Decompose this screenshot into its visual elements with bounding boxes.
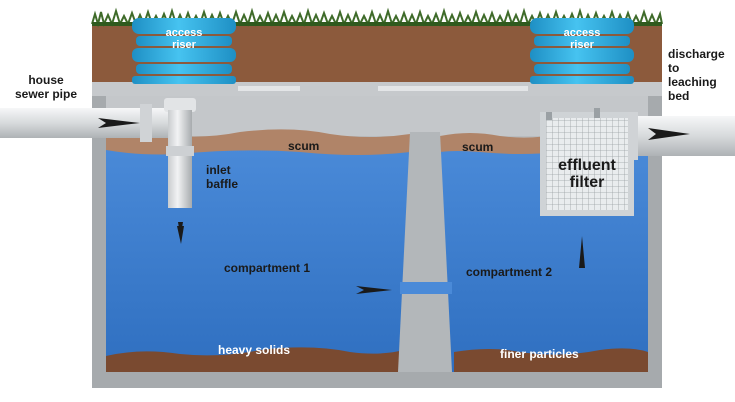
arrow-down-icon xyxy=(177,222,184,244)
inlet-baffle-label-2: baffle xyxy=(206,177,238,191)
lid-seam-right xyxy=(378,86,528,91)
inlet-baffle-label-1: inlet xyxy=(206,163,231,177)
compartment-2-label: compartment 2 xyxy=(466,265,552,279)
effluent-filter xyxy=(540,108,634,216)
partition-opening xyxy=(400,282,452,294)
discharge-label-2: to xyxy=(668,61,679,75)
access-riser-left-label-2: riser xyxy=(172,39,197,51)
tank-floor xyxy=(92,372,662,388)
access-riser-right-label-1: access xyxy=(564,27,601,39)
effluent-filter-label-2: filter xyxy=(570,174,605,191)
inlet-pipe-collar xyxy=(140,104,152,142)
partition-wall xyxy=(398,132,452,372)
access-riser-left-label-1: access xyxy=(166,27,203,39)
grass-base xyxy=(92,22,662,26)
discharge-label-1: discharge xyxy=(668,47,725,61)
arrow-through-partition-icon xyxy=(356,286,392,294)
scum-right-label: scum xyxy=(462,140,493,154)
outlet-pipe xyxy=(630,116,735,156)
tank-wall-left xyxy=(92,96,106,388)
flow-arrows xyxy=(98,118,690,294)
access-riser-left xyxy=(132,18,236,84)
sludge-layer-right xyxy=(454,348,648,372)
heavy-solids-label: heavy solids xyxy=(218,343,290,357)
inlet-baffle xyxy=(164,98,196,208)
access-riser-right-label-2: riser xyxy=(570,39,595,51)
finer-particles-label: finer particles xyxy=(500,347,579,361)
sludge-layer-left xyxy=(106,347,404,372)
scum-left-label: scum xyxy=(288,139,319,153)
access-riser-right xyxy=(530,18,634,84)
house-sewer-pipe-label-1: house xyxy=(28,73,64,87)
compartment-1-label: compartment 1 xyxy=(224,261,310,275)
tank-lid xyxy=(92,82,662,96)
house-sewer-pipe-label-2: sewer pipe xyxy=(15,87,77,101)
arrow-outlet-icon xyxy=(648,128,690,140)
arrow-inlet-icon xyxy=(98,118,140,128)
arrow-up-icon xyxy=(579,236,585,268)
scum-layer-right xyxy=(440,133,560,154)
discharge-label-4: bed xyxy=(668,89,689,103)
effluent-filter-label-1: effluent xyxy=(558,157,616,174)
lid-seam-left xyxy=(238,86,300,91)
discharge-label-3: leaching xyxy=(668,75,717,89)
tank-wall-right xyxy=(648,96,662,388)
outlet-pipe-collar xyxy=(628,112,638,160)
